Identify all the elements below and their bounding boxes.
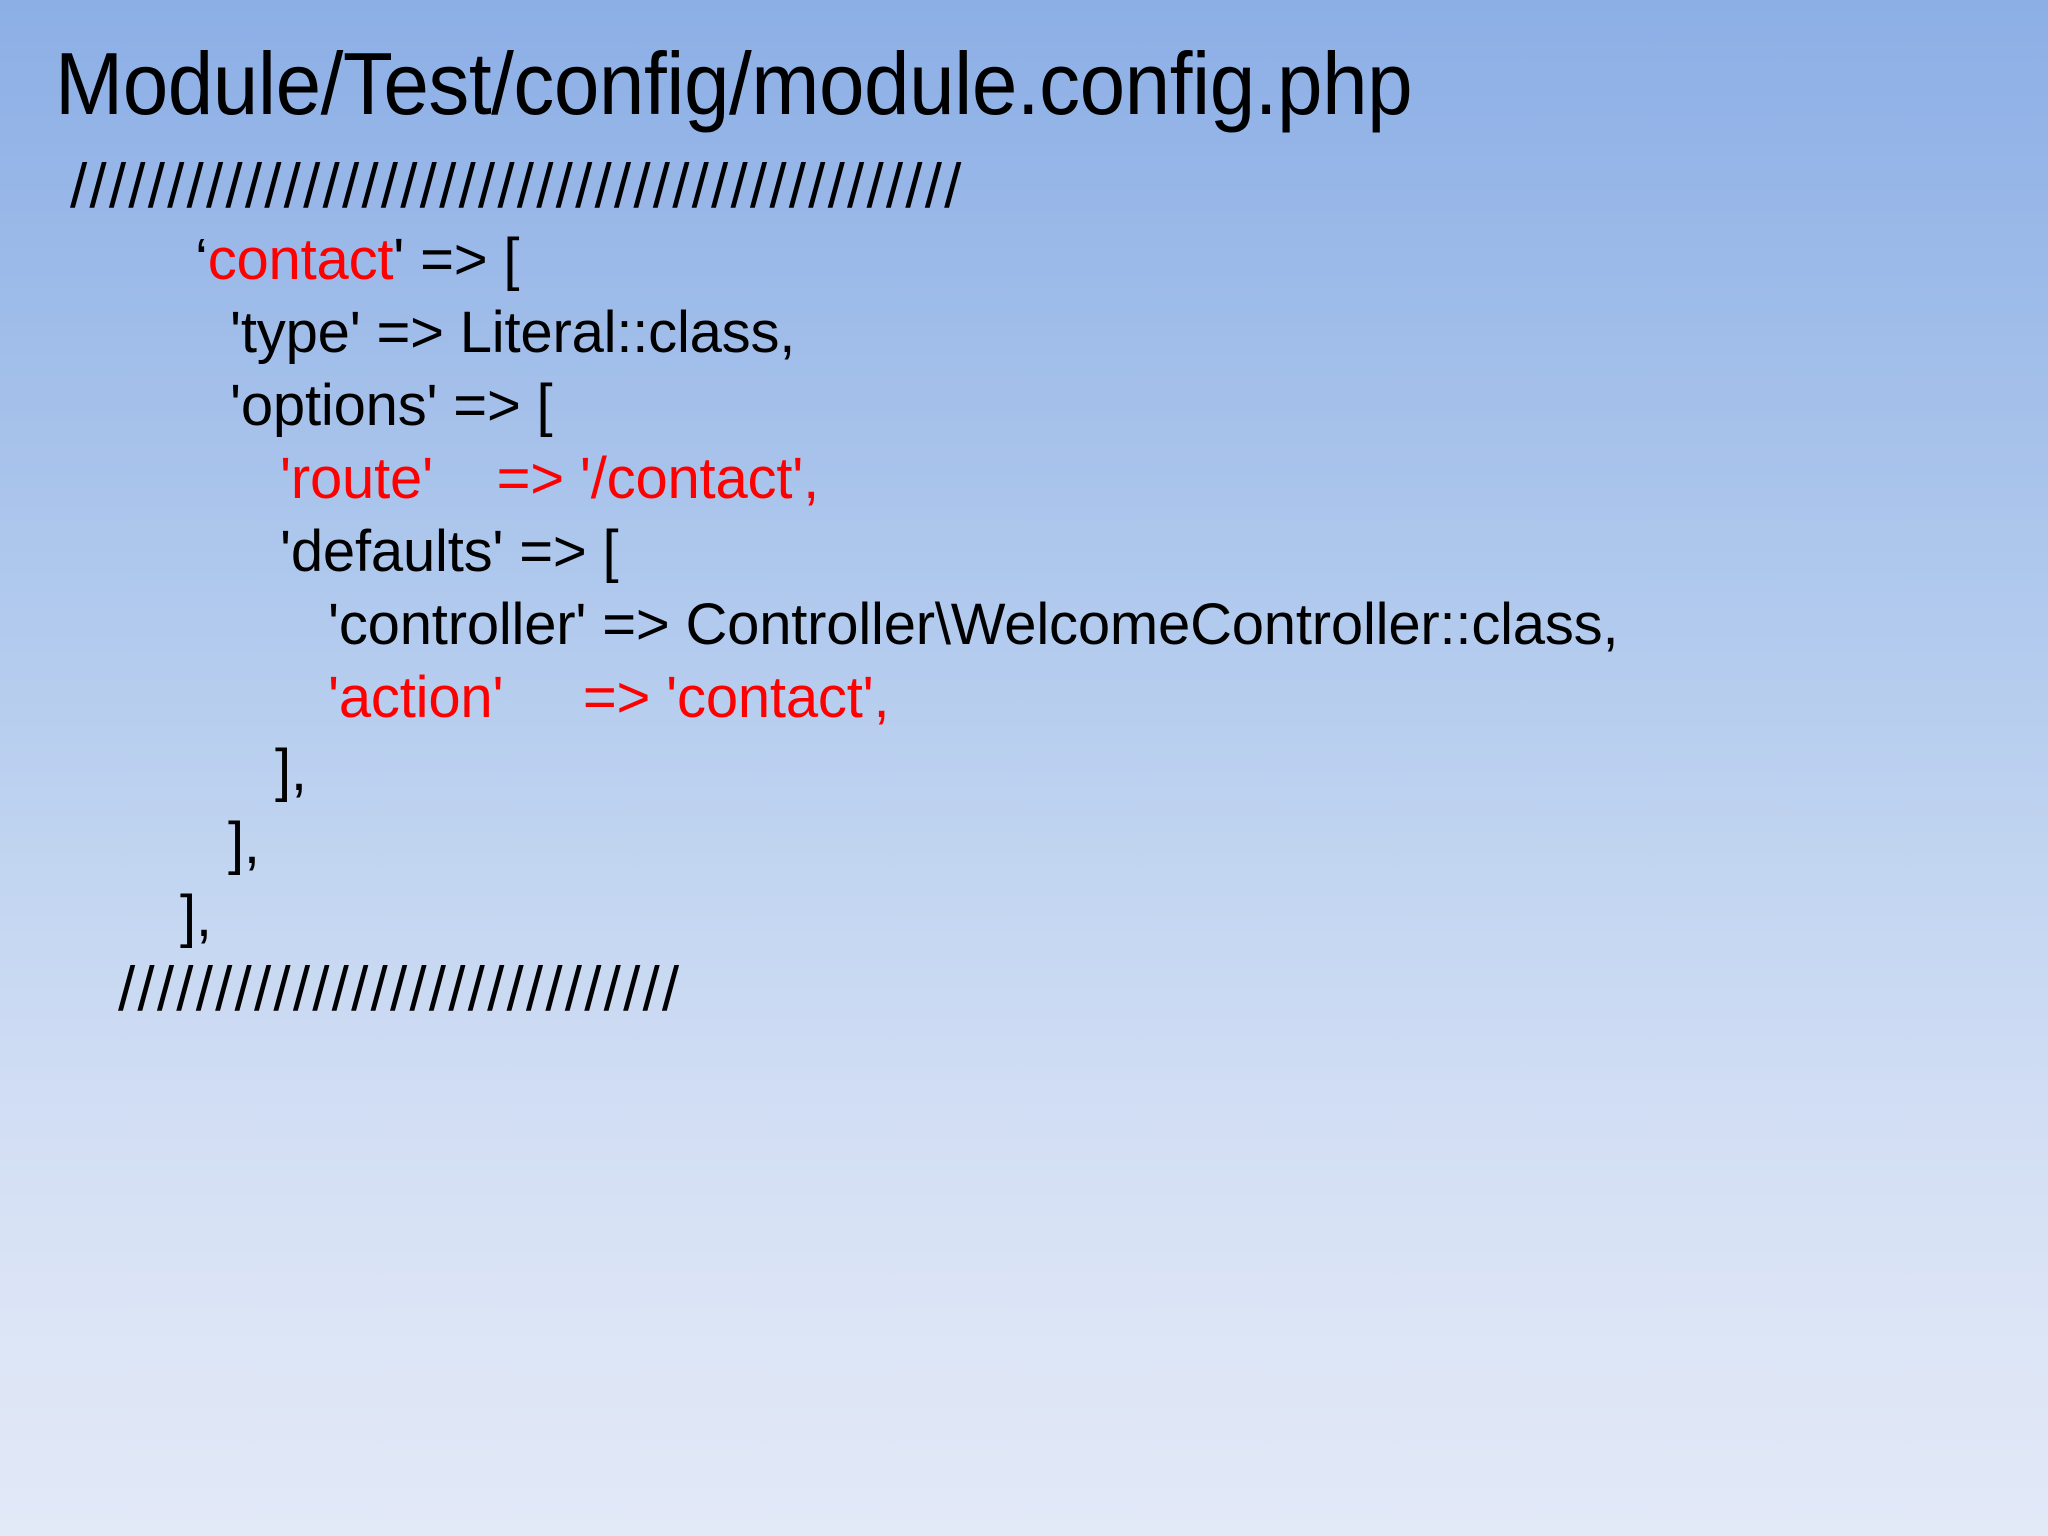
code-segment: ' => [ [393,227,520,292]
code-segment: 'controller' => Controller\WelcomeContro… [328,592,1619,657]
code-line-separator-bottom: ///////////////////////////// [70,953,1970,1026]
code-line-controller-entry: 'controller' => Controller\WelcomeContro… [70,588,1970,661]
code-segment: 'options' => [ [230,373,553,438]
code-line-close-defaults: ], [70,734,1970,807]
code-segment: ], [275,738,307,803]
code-line-type-entry: 'type' => Literal::class, [70,296,1970,369]
code-segment: 'action' => 'contact', [328,665,890,730]
code-line-close-contact: ], [70,880,1970,953]
code-line-close-options: ], [70,807,1970,880]
code-line-action-entry: 'action' => 'contact', [70,661,1970,734]
code-segment: ], [180,884,212,949]
page-title: Module/Test/config/module.config.php [55,34,1413,133]
code-segment: contact [207,227,394,292]
code-line-options-key: 'options' => [ [70,369,1970,442]
code-line-route-entry: 'route' => '/contact', [70,442,1970,515]
code-segment: 'defaults' => [ [280,519,619,584]
code-segment: ‘ [195,227,208,292]
code-segment: ////////////////////////////////////////… [70,152,964,221]
code-line-contact-key: ‘contact' => [ [70,223,1970,296]
code-segment: 'type' => Literal::class, [230,300,796,365]
code-line-separator-top: ////////////////////////////////////////… [70,150,1970,223]
code-line-defaults-key: 'defaults' => [ [70,515,1970,588]
code-segment: 'route' => '/contact', [280,446,820,511]
code-block: ////////////////////////////////////////… [70,150,1970,1026]
code-segment: ///////////////////////////// [118,955,682,1024]
code-segment: ], [228,811,260,876]
